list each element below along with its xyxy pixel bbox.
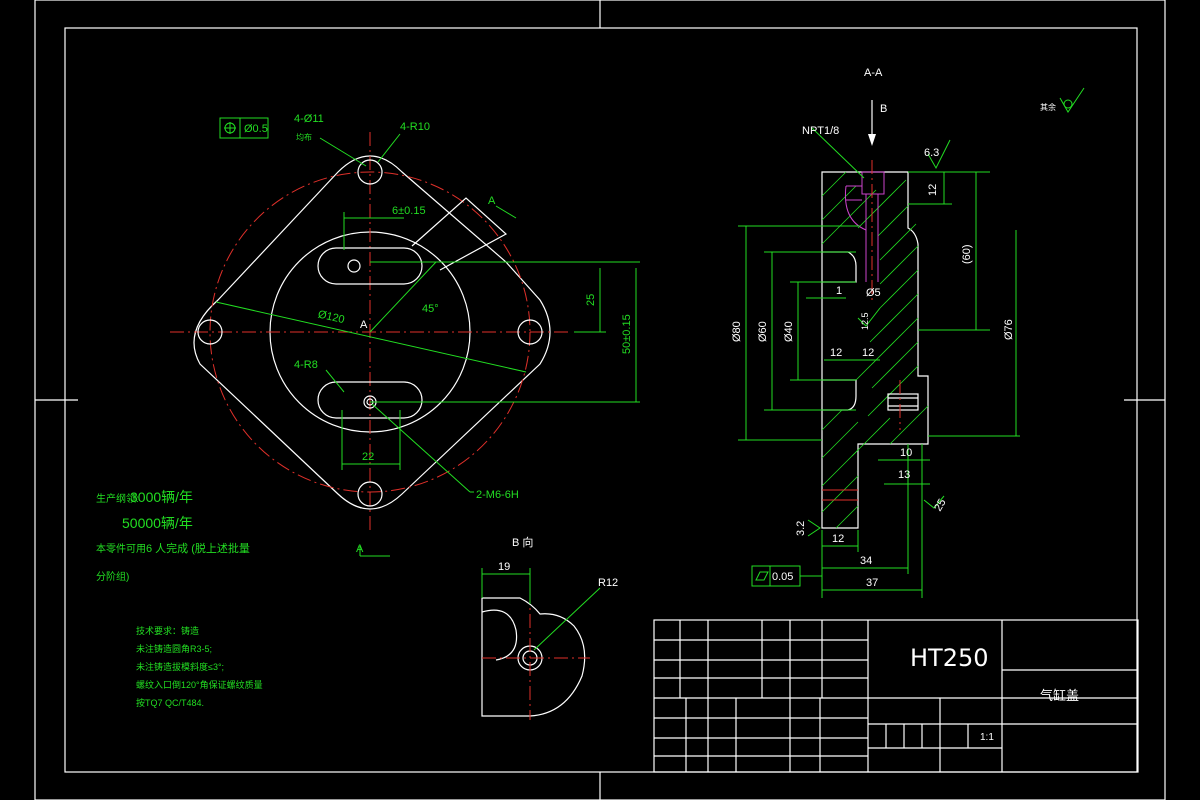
flange-outline [193, 155, 551, 510]
tech-note-2: 未注铸造圆角R3-5; [136, 643, 212, 654]
note-line4: 分阶组) [96, 570, 129, 583]
note-line3-value: 6 人完成 (脱上述批量 [146, 541, 250, 555]
dia-40: Ø40 [783, 321, 795, 342]
bolt-hole [517, 319, 543, 345]
dim-37: 37 [866, 577, 878, 589]
slot-upper [317, 247, 423, 285]
part-name: 气缸盖 [1040, 688, 1079, 703]
bolt-hole [197, 319, 223, 345]
material-label: HT250 [910, 644, 989, 672]
section-mark-a: A [488, 195, 496, 207]
slot-lower [317, 381, 423, 419]
bolt-hole [357, 481, 383, 507]
position-tolerance-frame [219, 117, 269, 139]
dim-12c: 12 [862, 347, 874, 359]
thread-label: 2-M6-6H [476, 489, 519, 501]
rough-63: 6.3 [924, 147, 939, 159]
holes-label: 4-Ø11 [294, 113, 324, 125]
tech-note-3: 未注铸造拔模斜度≤3°; [136, 661, 224, 672]
rest-roughness-label: 其余 [1040, 102, 1056, 112]
rough-125: 12.5 [860, 312, 870, 330]
b-view [481, 568, 601, 720]
dim-12d: 12 [832, 533, 844, 545]
hatch [821, 171, 929, 529]
section-title: A-A [864, 67, 883, 79]
scale-label: 1:1 [980, 732, 994, 743]
sheet-border [34, 0, 1166, 800]
dim-19: 19 [498, 561, 510, 573]
dia-80: Ø80 [731, 321, 743, 342]
rough-3: 3.2 [795, 521, 807, 536]
tech-note-1: 技术要求：铸造 [136, 625, 199, 636]
title-block [653, 619, 1139, 773]
dim-13: 13 [898, 469, 910, 481]
inlet-boss [411, 197, 508, 271]
section-line [215, 301, 527, 373]
flatness-label: 0.05 [772, 571, 793, 583]
dim-1: 1 [836, 285, 842, 297]
note-line1-prefix: 生产纲领: [96, 492, 139, 505]
rough-25: 25 [932, 497, 949, 514]
b-view-title: B 向 [512, 535, 533, 549]
dim-12b: 12 [830, 347, 842, 359]
dim-25: 25 [585, 294, 597, 306]
note-line1-value: 3000辆/年 [130, 489, 193, 505]
angle-label: 45° [422, 303, 439, 315]
dim-22: 22 [362, 451, 374, 463]
tech-note-4: 螺纹入口倒120°角保证螺纹质量 [136, 679, 263, 690]
dim-50: 50±0.15 [621, 314, 633, 354]
bolt-hole [357, 159, 383, 185]
corner-radius-label: 4-R10 [400, 121, 430, 133]
r12-label: R12 [598, 577, 618, 589]
section-view [738, 87, 1085, 598]
holes-note: 均布 [296, 132, 312, 142]
section-mark-a2: A [356, 543, 364, 555]
view-b-label: B [880, 103, 887, 115]
note-line2-value: 50000辆/年 [122, 515, 193, 531]
section-body [821, 171, 929, 529]
slot-offset-label: 6±0.15 [392, 205, 426, 217]
dia-76: Ø76 [1003, 319, 1015, 340]
top-view [170, 117, 640, 557]
dia-120-label: Ø120 [317, 308, 346, 326]
npt-label: NPT1/8 [802, 125, 839, 137]
dim-60: (60) [961, 244, 973, 264]
dim-5: Ø5 [866, 287, 881, 299]
center-mark: A [360, 319, 368, 331]
dim-10: 10 [900, 447, 912, 459]
pos-tol-label: Ø0.5 [244, 123, 268, 135]
dim-12a: 12 [927, 184, 939, 196]
dim-34: 34 [860, 555, 872, 567]
note-line3-prefix: 本零件可用 [96, 542, 146, 555]
tech-note-5: 按TQ7 QC/T484. [136, 697, 204, 708]
dia-60: Ø60 [757, 321, 769, 342]
slot-radius-label: 4-R8 [294, 359, 318, 371]
flatness-frame [751, 565, 801, 587]
